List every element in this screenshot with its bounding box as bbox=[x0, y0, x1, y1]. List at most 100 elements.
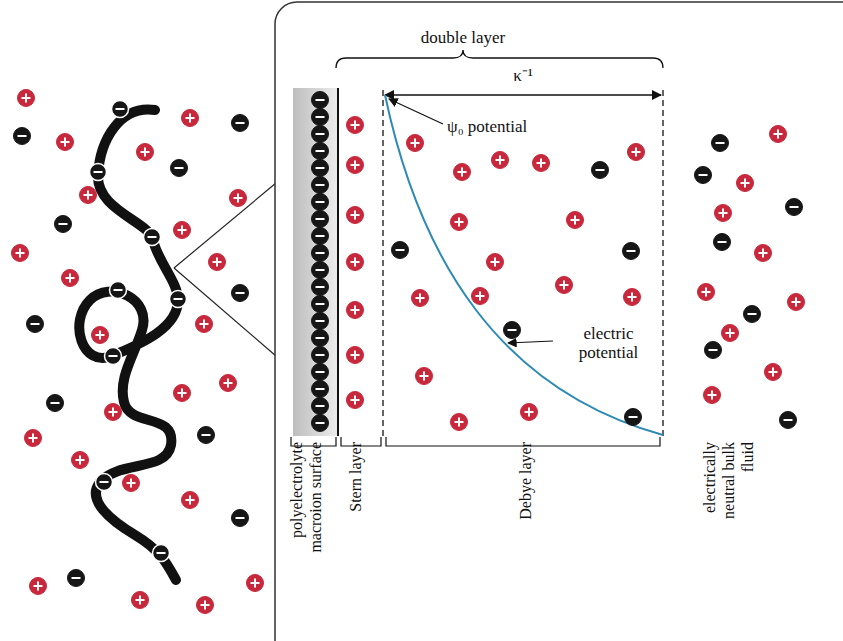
cation bbox=[220, 375, 237, 392]
anion bbox=[232, 285, 249, 302]
anion bbox=[786, 199, 803, 216]
macroion-surface bbox=[293, 88, 338, 436]
cation bbox=[182, 110, 199, 127]
cation bbox=[628, 144, 645, 161]
cation bbox=[556, 277, 573, 294]
anion bbox=[312, 313, 329, 330]
cation bbox=[755, 245, 772, 262]
anion bbox=[312, 92, 329, 109]
anion bbox=[592, 162, 609, 179]
anion bbox=[625, 409, 642, 426]
cation bbox=[137, 144, 154, 161]
anion bbox=[312, 347, 329, 364]
cation bbox=[132, 592, 149, 609]
anion bbox=[312, 245, 329, 262]
anion bbox=[14, 128, 31, 145]
anion bbox=[96, 474, 113, 491]
cation bbox=[25, 430, 42, 447]
anion bbox=[392, 242, 409, 259]
cation bbox=[567, 212, 584, 229]
cation bbox=[12, 245, 29, 262]
cation bbox=[492, 152, 509, 169]
cation bbox=[765, 364, 782, 381]
anion bbox=[112, 101, 129, 118]
anion bbox=[27, 316, 44, 333]
cation bbox=[416, 368, 433, 385]
anion bbox=[712, 135, 729, 152]
anion bbox=[312, 296, 329, 313]
cation bbox=[715, 205, 732, 222]
anion bbox=[55, 216, 72, 233]
cation bbox=[722, 325, 739, 342]
anion bbox=[47, 395, 64, 412]
debye-length-label: κ⁻¹ bbox=[513, 66, 533, 85]
cation bbox=[347, 392, 364, 409]
cation bbox=[624, 289, 641, 306]
potential-curve bbox=[385, 95, 663, 435]
anion bbox=[312, 262, 329, 279]
cation bbox=[347, 347, 364, 364]
anion bbox=[312, 126, 329, 143]
cation bbox=[92, 327, 109, 344]
anion bbox=[312, 398, 329, 415]
anion bbox=[90, 164, 107, 181]
cation bbox=[247, 575, 264, 592]
ion-group bbox=[12, 90, 805, 614]
anion bbox=[110, 282, 127, 299]
cation bbox=[209, 254, 226, 271]
anion bbox=[695, 167, 712, 184]
cation bbox=[737, 175, 754, 192]
surface-edge bbox=[337, 88, 339, 436]
cation bbox=[174, 222, 191, 239]
cation bbox=[72, 452, 89, 469]
cation bbox=[30, 578, 47, 595]
anion bbox=[312, 415, 329, 432]
cation bbox=[230, 190, 247, 207]
anion bbox=[312, 143, 329, 160]
anion bbox=[153, 545, 170, 562]
cation bbox=[347, 117, 364, 134]
zoom-line bbox=[174, 183, 276, 268]
cation bbox=[347, 207, 364, 224]
callout-label: ψ₀ potential bbox=[447, 117, 527, 136]
zoom-panel bbox=[275, 2, 843, 641]
anion bbox=[780, 412, 797, 429]
callout-label: electric potential bbox=[556, 324, 661, 362]
zoom-line bbox=[174, 268, 276, 356]
cation bbox=[347, 302, 364, 319]
anion bbox=[68, 570, 85, 587]
anion bbox=[312, 381, 329, 398]
anion bbox=[623, 243, 640, 260]
cation bbox=[174, 385, 191, 402]
anion bbox=[714, 234, 731, 251]
cation bbox=[196, 316, 213, 333]
leader-line bbox=[389, 99, 443, 124]
region-label: Debye layer bbox=[516, 442, 535, 592]
region-label: Stern layer bbox=[346, 442, 365, 592]
cation bbox=[80, 187, 97, 204]
anion bbox=[312, 177, 329, 194]
anion bbox=[105, 348, 122, 365]
anion bbox=[312, 109, 329, 126]
cation bbox=[18, 90, 35, 107]
cation bbox=[487, 254, 504, 271]
cation bbox=[347, 254, 364, 271]
cation bbox=[704, 387, 721, 404]
cation bbox=[451, 414, 468, 431]
cation bbox=[454, 164, 471, 181]
cation bbox=[407, 135, 424, 152]
anion bbox=[312, 194, 329, 211]
heading-label: double layer bbox=[421, 28, 506, 47]
cation bbox=[197, 597, 214, 614]
cation bbox=[347, 157, 364, 174]
anion bbox=[312, 211, 329, 228]
anion bbox=[705, 342, 722, 359]
leader-line bbox=[508, 341, 553, 343]
anion bbox=[144, 229, 161, 246]
cation bbox=[472, 288, 489, 305]
polyelectrolyte-chain bbox=[79, 110, 178, 580]
cation bbox=[451, 214, 468, 231]
debye-boundary bbox=[382, 90, 383, 440]
